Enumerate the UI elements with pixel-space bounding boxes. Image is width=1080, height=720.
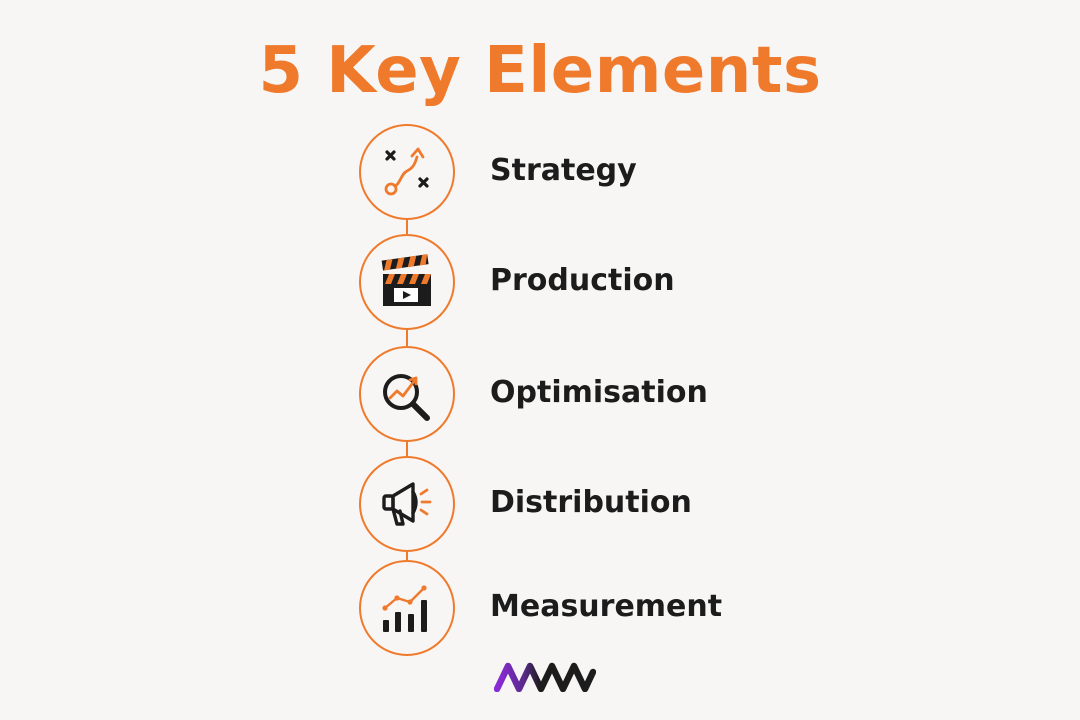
connector-line bbox=[406, 326, 408, 346]
element-production: Production bbox=[359, 234, 859, 330]
element-distribution: Distribution bbox=[359, 456, 859, 552]
magnifier-trend-icon bbox=[383, 374, 430, 421]
bar-chart-trend-icon bbox=[382, 585, 427, 632]
element-label: Production bbox=[490, 263, 675, 298]
step-circle bbox=[359, 560, 455, 656]
clapperboard-icon bbox=[381, 254, 431, 306]
connector-line bbox=[406, 214, 408, 234]
element-label: Optimisation bbox=[490, 375, 708, 410]
step-circle bbox=[359, 234, 455, 330]
step-circle bbox=[359, 456, 455, 552]
step-circle bbox=[359, 346, 455, 442]
page-title: 5 Key Elements bbox=[258, 34, 822, 108]
element-label: Distribution bbox=[490, 485, 692, 520]
step-circle bbox=[359, 124, 455, 220]
element-optimisation: Optimisation bbox=[359, 346, 859, 442]
strategy-play-icon bbox=[384, 147, 429, 196]
element-strategy: Strategy bbox=[359, 124, 859, 220]
brand-logo bbox=[494, 662, 596, 692]
element-measurement: Measurement bbox=[359, 560, 859, 656]
connector-line bbox=[406, 548, 408, 560]
element-label: Measurement bbox=[490, 589, 723, 624]
connector-line bbox=[406, 438, 408, 456]
megaphone-icon bbox=[382, 482, 432, 526]
element-label: Strategy bbox=[490, 153, 637, 188]
